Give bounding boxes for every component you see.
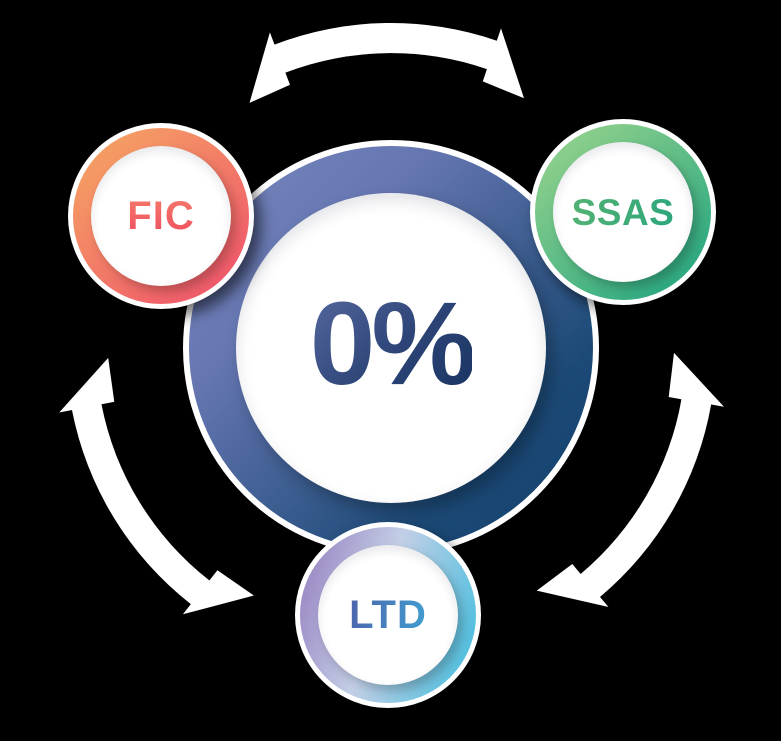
node-ltd-face: LTD [318,545,458,685]
arrow-fic-ltd-icon [59,357,254,615]
node-fic-face: FIC [91,146,231,286]
node-ssas: SSAS [530,119,716,305]
arrow-ssas-ltd-icon [536,352,724,607]
node-ltd: LTD [295,522,481,708]
center-node: 0% [183,140,599,556]
node-ssas-face: SSAS [553,142,693,282]
node-ssas-label: SSAS [571,191,675,233]
center-node-label: 0% [309,278,477,410]
arrow-fic-ssas-icon [249,22,524,103]
node-fic-label: FIC [127,194,195,238]
center-node-face: 0% [236,193,546,503]
node-ltd-label: LTD [349,593,427,637]
node-fic: FIC [68,123,254,309]
